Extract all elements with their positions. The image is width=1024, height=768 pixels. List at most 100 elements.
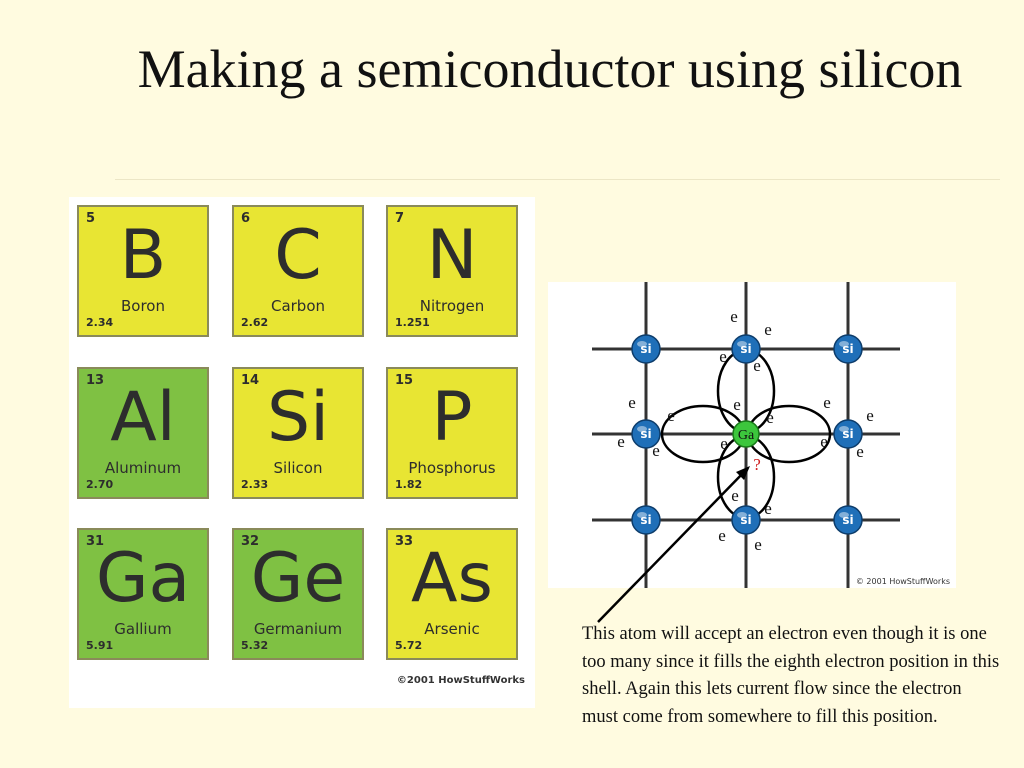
- electron-label: e: [733, 395, 741, 414]
- element-mass: 2.33: [241, 478, 269, 491]
- electron-label: e: [731, 486, 739, 505]
- silicon-atom: si: [833, 419, 863, 449]
- silicon-atom-highlight: [637, 341, 647, 347]
- element-name: Germanium: [253, 620, 343, 638]
- element-mass: 1.251: [395, 316, 430, 329]
- gallium-atom-label: Ga: [738, 428, 755, 443]
- silicon-atom-label: si: [640, 513, 651, 527]
- element-symbol: As: [411, 539, 493, 618]
- electron-label: e: [719, 347, 727, 366]
- electron-label: e: [764, 499, 772, 518]
- electron-label: e: [766, 408, 774, 427]
- silicon-atom-circle: [731, 334, 761, 364]
- electron-label: e: [754, 535, 762, 554]
- element-symbol: C: [274, 216, 322, 295]
- silicon-atom-label: si: [740, 342, 751, 356]
- electron-label: e: [628, 393, 636, 412]
- electron-label: e: [720, 434, 728, 453]
- silicon-atom-label: si: [740, 513, 751, 527]
- silicon-atom: si: [731, 334, 761, 364]
- element-name: Silicon: [273, 459, 323, 477]
- element-number: 31: [86, 534, 105, 549]
- element-number: 14: [241, 373, 260, 388]
- silicon-atom-highlight: [637, 426, 647, 432]
- element-symbol: P: [431, 378, 473, 457]
- electron-label: e: [820, 432, 828, 451]
- element-name: Nitrogen: [419, 297, 485, 315]
- element-number: 33: [395, 534, 414, 549]
- element-mass: 5.91: [86, 639, 114, 652]
- electron-label: e: [718, 526, 726, 545]
- silicon-atom: si: [631, 334, 661, 364]
- element-symbol: Ga: [95, 539, 191, 618]
- element-mass: 2.34: [86, 316, 114, 329]
- gallium-atom-circle: [732, 420, 760, 448]
- electron-label: e: [764, 320, 772, 339]
- slide-title: Making a semiconductor using silicon: [137, 39, 963, 99]
- element-number: 7: [395, 211, 405, 226]
- electron-label: e: [866, 406, 874, 425]
- element-name: Arsenic: [424, 620, 480, 638]
- silicon-atom: si: [631, 505, 661, 535]
- element-number: 6: [241, 211, 251, 226]
- silicon-atom-label: si: [842, 427, 853, 441]
- element-symbol: Si: [266, 378, 330, 457]
- element-number: 15: [395, 373, 414, 388]
- element-number: 5: [86, 211, 96, 226]
- silicon-atom-highlight: [737, 341, 747, 347]
- silicon-atom-circle: [833, 419, 863, 449]
- electron-label: e: [730, 307, 738, 326]
- electron-hole-marker: ?: [753, 455, 761, 474]
- silicon-atom-label: si: [842, 342, 853, 356]
- element-mass: 2.62: [241, 316, 269, 329]
- caption-text: This atom will accept an electron even t…: [582, 624, 1000, 727]
- element-number: 13: [86, 373, 105, 388]
- element-symbol: Al: [110, 378, 176, 457]
- element-number: 32: [241, 534, 260, 549]
- electron-label: e: [753, 356, 761, 375]
- silicon-atom: si: [631, 419, 661, 449]
- electron-label: e: [667, 406, 675, 425]
- element-mass: 1.82: [395, 478, 423, 491]
- element-mass: 2.70: [86, 478, 114, 491]
- element-name: Phosphorus: [408, 459, 496, 477]
- element-name: Gallium: [114, 620, 172, 638]
- silicon-atom-label: si: [640, 427, 651, 441]
- element-mass: 5.32: [241, 639, 269, 652]
- silicon-atom-circle: [631, 419, 661, 449]
- silicon-atom-circle: [833, 505, 863, 535]
- element-symbol: B: [119, 216, 167, 295]
- silicon-atom: si: [731, 505, 761, 535]
- silicon-atom-label: si: [842, 513, 853, 527]
- element-symbol: N: [426, 216, 478, 295]
- silicon-atom-label: si: [640, 342, 651, 356]
- element-name: Carbon: [270, 297, 326, 315]
- periodic-table-credit: ©2001 HowStuffWorks: [396, 675, 525, 686]
- silicon-atom-highlight: [839, 512, 849, 518]
- silicon-atom: si: [833, 505, 863, 535]
- electron-label: e: [856, 442, 864, 461]
- electron-label: e: [617, 432, 625, 451]
- element-name: Aluminum: [104, 459, 182, 477]
- silicon-atom-circle: [631, 334, 661, 364]
- silicon-atom-highlight: [839, 341, 849, 347]
- element-mass: 5.72: [395, 639, 423, 652]
- element-symbol: Ge: [250, 539, 346, 618]
- title-divider: [115, 179, 1000, 180]
- electron-label: e: [652, 441, 660, 460]
- lattice-credit: © 2001 HowStuffWorks: [856, 577, 950, 586]
- electron-label: e: [823, 393, 831, 412]
- silicon-atom: si: [833, 334, 863, 364]
